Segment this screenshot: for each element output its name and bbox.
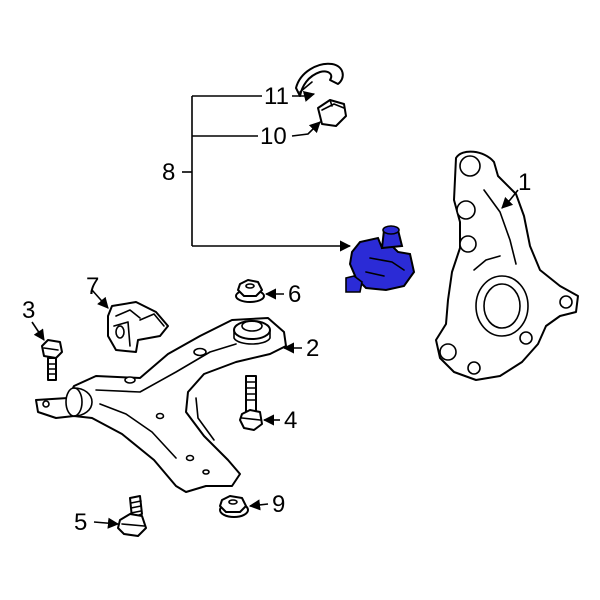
nut-9[interactable] [219, 495, 249, 518]
callout-11: 11 [264, 83, 289, 110]
lower-control-arm[interactable] [35, 317, 287, 493]
callout-8: 8 [162, 159, 175, 186]
bushing-bracket[interactable] [107, 301, 169, 353]
callout-2: 2 [306, 335, 319, 362]
bolt-3[interactable] [41, 339, 63, 381]
callout-6: 6 [288, 281, 301, 308]
callout-9: 9 [272, 491, 285, 518]
castle-nut[interactable] [317, 99, 347, 127]
callout-7: 7 [86, 273, 99, 300]
ball-joint-stud-top [382, 225, 400, 235]
bolt-5[interactable] [117, 495, 147, 537]
steering-knuckle[interactable] [435, 150, 579, 381]
bolt-4[interactable] [239, 375, 263, 431]
callout-1: 1 [518, 169, 531, 196]
ball-joint-bolt [345, 275, 363, 293]
callout-3: 3 [22, 297, 35, 324]
bracket-8 [182, 95, 352, 252]
ball-joint[interactable] [345, 225, 416, 293]
callout-10: 10 [260, 123, 287, 150]
callout-5: 5 [74, 509, 87, 536]
callout-4: 4 [284, 407, 297, 434]
callout-leaders [31, 91, 519, 529]
cotter-pin[interactable] [295, 62, 344, 97]
flange-nut-6[interactable] [235, 279, 265, 303]
